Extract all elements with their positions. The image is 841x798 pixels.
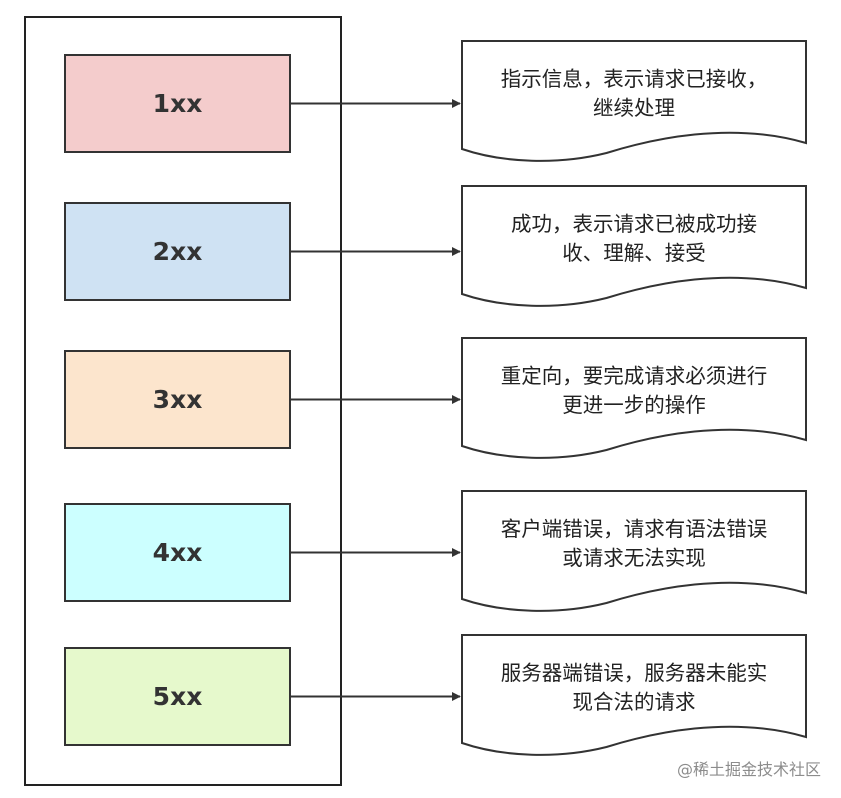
status-box-3xx — [64, 350, 291, 449]
status-box-4xx — [64, 503, 291, 602]
status-box-1xx — [64, 54, 291, 153]
description-3xx: 重定向，要完成请求必须进行更进一步的操作 — [462, 362, 806, 420]
description-line: 现合法的请求 — [572, 690, 696, 714]
status-code-label: 2xx — [153, 237, 203, 266]
status-code-label: 4xx — [153, 538, 203, 567]
description-line: 更进一步的操作 — [562, 393, 706, 417]
status-code-label: 3xx — [153, 385, 203, 414]
description-1xx: 指示信息，表示请求已接收， 继续处理 — [462, 65, 806, 123]
status-code-label: 5xx — [153, 682, 203, 711]
description-document-shape — [461, 185, 807, 307]
description-document-shape — [461, 337, 807, 459]
status-row-5xx: 5xx — [64, 634, 807, 756]
description-document-shape — [461, 490, 807, 612]
status-code-label: 1xx — [153, 89, 203, 118]
status-row-3xx: 3xx — [64, 337, 807, 459]
status-row-4xx: 4xx — [64, 490, 807, 612]
status-box-5xx — [64, 647, 291, 746]
description-line: 或请求无法实现 — [562, 546, 706, 570]
description-document-shape — [461, 40, 807, 162]
description-document-shape — [461, 634, 807, 756]
description-line: 继续处理 — [593, 96, 675, 120]
description-line: 收、理解、接受 — [562, 241, 706, 265]
watermark: @稀土掘金技术社区 — [676, 760, 821, 779]
description-line: 成功，表示请求已被成功接 — [511, 212, 757, 236]
description-line: 指示信息，表示请求已接收， — [500, 67, 768, 91]
description-2xx: 成功，表示请求已被成功接收、理解、接受 — [462, 210, 806, 268]
description-5xx: 服务器端错误，服务器未能实现合法的请求 — [462, 659, 806, 717]
description-line: 重定向，要完成请求必须进行 — [500, 364, 768, 388]
description-line: 客户端错误，请求有语法错误 — [500, 517, 768, 541]
description-4xx: 客户端错误，请求有语法错误或请求无法实现 — [462, 515, 806, 573]
status-box-2xx — [64, 202, 291, 301]
status-row-2xx: 2xx — [64, 185, 807, 307]
status-row-1xx: 1xx — [64, 40, 807, 162]
description-line: 服务器端错误，服务器未能实 — [500, 661, 768, 685]
